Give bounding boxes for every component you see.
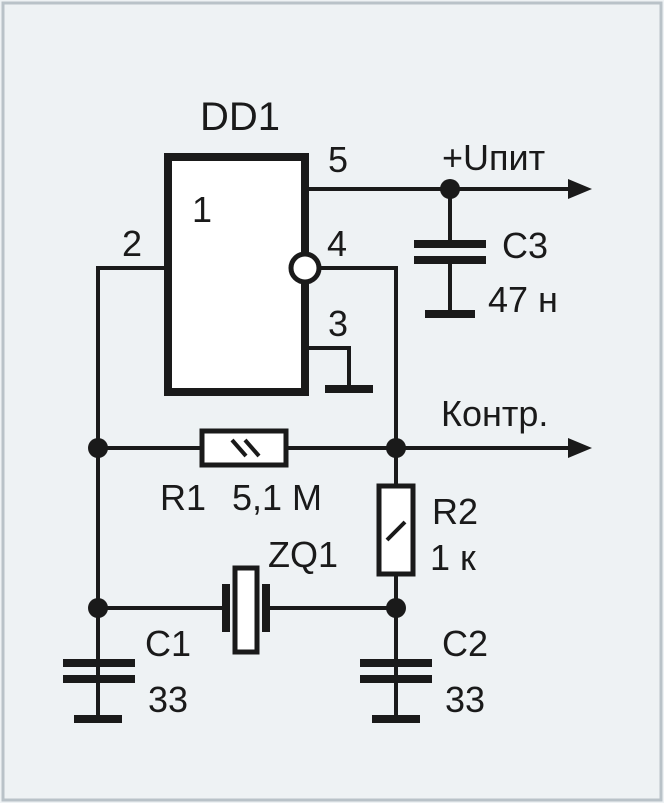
r2-ref: R2 [432, 491, 478, 532]
r1-value: 5,1 М [232, 477, 322, 518]
dd1-function-label: 1 [192, 189, 212, 230]
output-label: Контр. [441, 393, 548, 434]
r2-mark [385, 520, 407, 542]
r2-value: 1 к [430, 537, 476, 578]
zq1-body [232, 565, 260, 655]
output-arrow [568, 438, 592, 458]
c1-value: 33 [148, 679, 188, 720]
c3-value: 47 н [488, 279, 558, 320]
r1-ref: R1 [160, 477, 206, 518]
supply-arrow [568, 179, 592, 199]
zq1-ref: ZQ1 [268, 534, 338, 575]
dd1-pin-3-label: 3 [328, 303, 348, 344]
dd1-pin-5-label: 5 [328, 139, 348, 180]
dd1-body [164, 153, 309, 396]
junction-dot [88, 598, 108, 618]
out-wire [319, 266, 398, 448]
c2-value: 33 [445, 679, 485, 720]
c1-ref: C1 [145, 623, 191, 664]
r1-mark [230, 438, 248, 458]
dd1-pin-2-label: 2 [122, 223, 142, 264]
supply-label: +Uпит [442, 137, 545, 178]
pin3-wire [309, 346, 351, 387]
c3-ref: C3 [502, 225, 548, 266]
r1-mark [243, 438, 261, 458]
dd1-ref: DD1 [200, 95, 280, 139]
dd1-pin-4-label: 4 [327, 223, 347, 264]
c2-ref: C2 [442, 623, 488, 664]
inverter-bubble [288, 251, 322, 285]
in-wire [96, 266, 168, 448]
r1-body [199, 428, 289, 468]
